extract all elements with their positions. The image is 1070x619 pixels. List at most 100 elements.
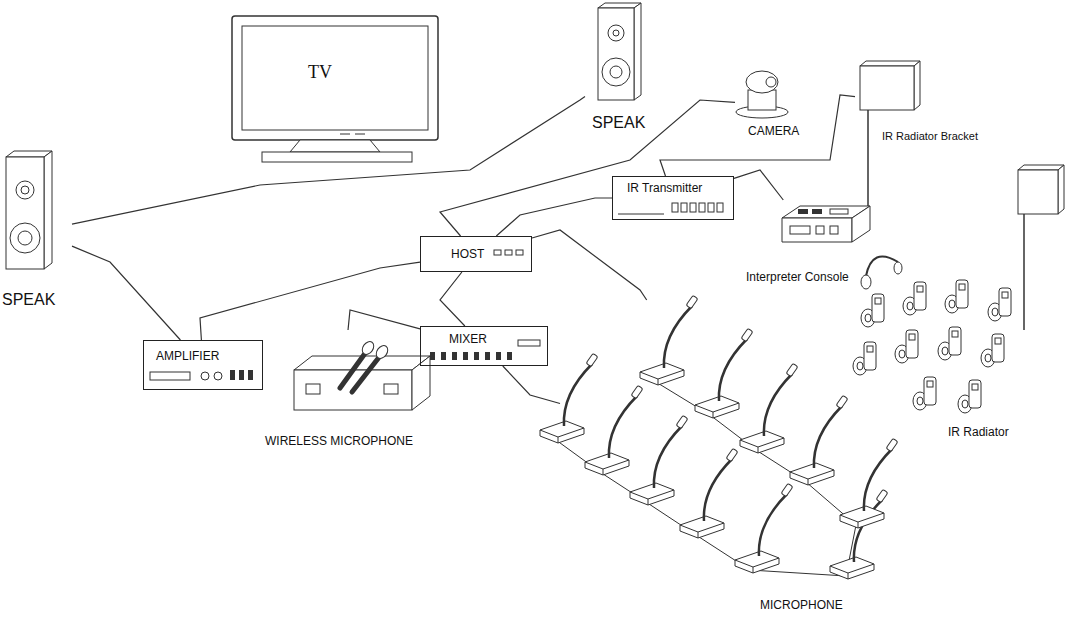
interpreter-console-part [830, 209, 848, 214]
amplifier-panel-part [214, 372, 222, 380]
tv-monitor-part [340, 134, 350, 135]
transmitter-panel-part [708, 203, 714, 212]
node-label: MICROPHONE [760, 598, 843, 612]
amplifier-panel-part [230, 370, 235, 380]
conference-microphones-part [585, 385, 643, 475]
ir-receivers-part [861, 294, 884, 327]
node-label: WIRELESS MICROPHONE [265, 434, 413, 448]
node-label: AMPLIFIER [156, 349, 219, 363]
mixer-panel-part [507, 352, 512, 360]
transmitter-panel-part [717, 203, 723, 212]
conference-microphones-part [680, 448, 738, 538]
tv-monitor-part [355, 134, 365, 135]
ir-receivers-part [988, 288, 1011, 321]
microphone-group: MICROPHONE [560, 300, 945, 616]
wireless-receiver-part [384, 384, 398, 394]
radiator-bracket-part [860, 66, 914, 110]
host-panel [494, 250, 523, 255]
conference-microphones-part [735, 483, 793, 573]
node-label: IR Radiator [948, 425, 1009, 439]
wireless-node: WIRELESS MICROPHONE [262, 330, 422, 452]
conference-microphones-part [695, 328, 753, 418]
amplifier-panel-part [150, 372, 190, 380]
radiator-bracket-part [860, 61, 920, 66]
speaker-left-part [16, 181, 34, 199]
bracket-node: IR Radiator Bracket [855, 62, 1005, 147]
ir-receivers-part [981, 334, 1004, 367]
signal-cable [660, 95, 855, 176]
tv-monitor-part [290, 140, 380, 152]
signal-cable [532, 230, 647, 300]
transmitter-panel [618, 203, 723, 214]
signal-cable [72, 246, 180, 340]
transmitter-panel-part [618, 214, 664, 215]
signal-cable [200, 262, 420, 340]
tv-monitor [232, 16, 438, 162]
transmitter-panel-part [672, 203, 678, 212]
ir-receivers [853, 280, 1011, 413]
mixer-panel-part [496, 352, 501, 360]
wireless-receiver-part [374, 343, 390, 360]
signal-cable [734, 170, 783, 200]
mixer-panel-part [452, 352, 457, 360]
wireless-receiver-part [360, 339, 376, 356]
conference-microphones [540, 295, 898, 579]
speaker-left-part [6, 157, 44, 269]
host-panel-part [516, 250, 523, 255]
ir-receivers-part [945, 280, 968, 313]
radiator-bracket-part [1058, 165, 1064, 214]
amplifier-box: AMPLIFIER [143, 340, 263, 390]
speaker-left-part [18, 231, 32, 245]
tv-monitor-part [262, 152, 412, 162]
node-label: CAMERA [748, 124, 799, 138]
node-label: MIXER [449, 332, 487, 346]
node-label: IR Transmitter [627, 181, 702, 195]
ir-receivers-part [853, 342, 876, 375]
speaker-left [6, 151, 52, 269]
radiator-bracket [1018, 165, 1064, 330]
camera-part [766, 77, 776, 87]
interpreter-console-part [866, 256, 898, 276]
node-label: TV [308, 62, 332, 84]
radiator-bracket-part [1018, 165, 1064, 170]
radiator-bracket-part [1023, 214, 1025, 330]
speaker-left-part [21, 186, 29, 194]
radiator-bracket [860, 61, 920, 225]
ir-receivers-part [895, 330, 918, 363]
signal-cable [72, 97, 585, 225]
signal-cable [348, 310, 420, 330]
signal-cable [440, 272, 465, 326]
speaker-right [598, 3, 641, 100]
transmitter-panel-part [690, 203, 696, 212]
conference-microphones-part [830, 489, 888, 579]
radiator-bracket-part [1018, 170, 1058, 214]
speaker-left-part [10, 223, 40, 253]
host-panel-part [494, 250, 501, 255]
amplifier-panel-part [239, 370, 244, 380]
speaker-right-part [608, 25, 624, 41]
speaker-left-part [44, 151, 52, 269]
interpreter-console-part [782, 218, 852, 242]
node-label: SPEAK [592, 113, 645, 132]
transmitter-box: IR Transmitter [612, 176, 734, 220]
speaker-node: SPEAK [2, 150, 72, 313]
node-label: Interpreter Console [746, 270, 849, 284]
transmitter-panel-part [681, 203, 687, 212]
wireless-receiver [294, 339, 430, 410]
speaker-right-part [598, 8, 634, 100]
mixer-panel-part [518, 340, 540, 346]
radiator-node: IR Radiator [850, 285, 1035, 443]
interpreter-console-part [816, 226, 824, 234]
ir-receivers-part [913, 377, 936, 410]
tv-monitor-part [232, 16, 438, 140]
conference-microphones-part [840, 438, 898, 528]
radiator-bracket-part [914, 61, 920, 110]
mic-cabling-part [656, 382, 856, 576]
wireless-receiver-part [412, 356, 430, 410]
mixer-panel-part [441, 352, 446, 360]
transmitter-panel-part [699, 203, 705, 212]
mixer-panel-part [474, 352, 479, 360]
camera [736, 71, 788, 118]
